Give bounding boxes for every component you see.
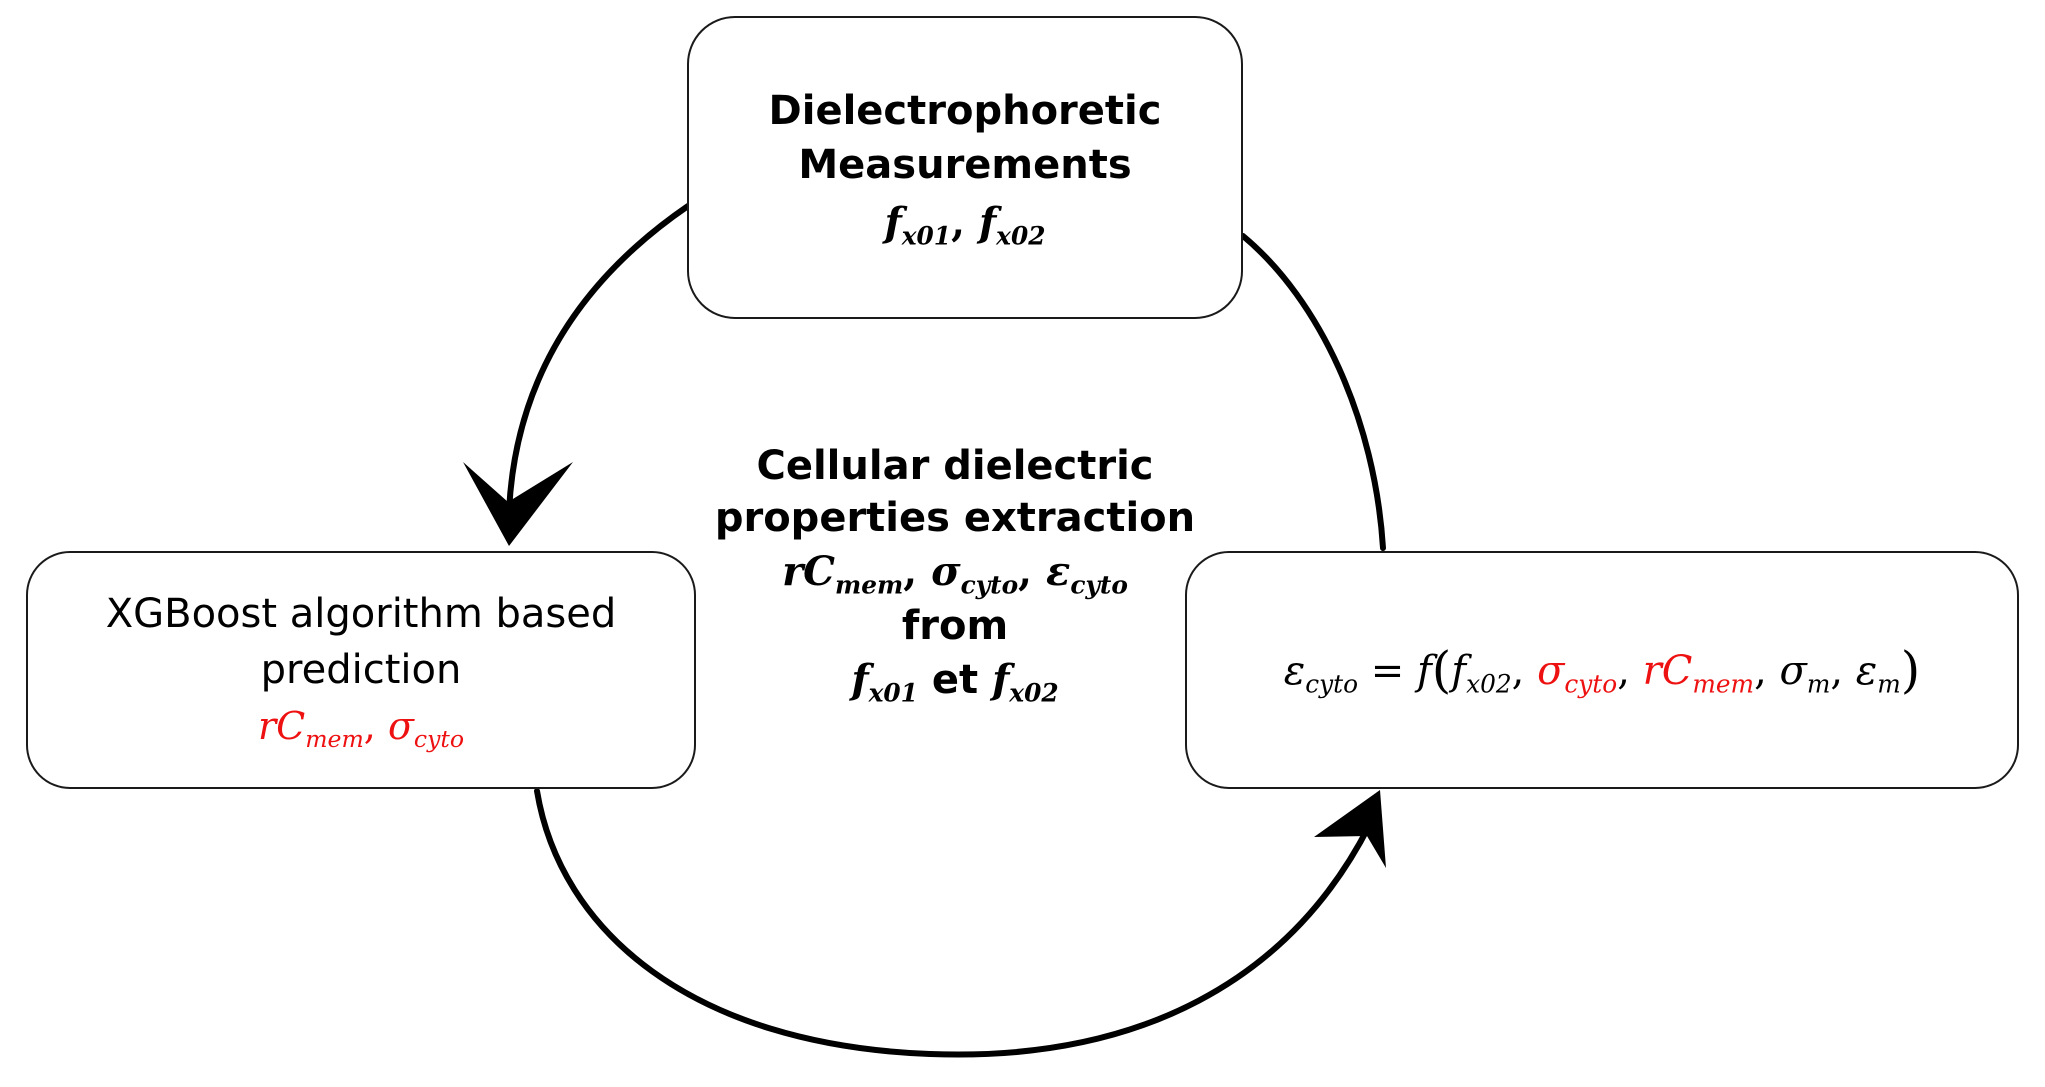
center-var-epsilon-cyto: εcyto [1046, 548, 1128, 600]
eq-lhs: εcyto [1283, 647, 1358, 699]
measurements-box: Dielectrophoretic Measurements fx01, fx0… [687, 16, 1243, 319]
measurements-variables: fx01, fx02 [884, 198, 1046, 251]
xgboost-title-line1: XGBoost algorithm based [105, 591, 617, 637]
eq-arg-sigma-m: σm [1779, 647, 1831, 699]
eq-arg-fx02: fx02 [1451, 647, 1512, 699]
center-in-fx02: fx02 [992, 656, 1059, 708]
xgboost-title-line2: prediction [260, 647, 462, 693]
var-sigma-cyto: σcyto [387, 704, 465, 754]
center-in-fx01: fx01 [851, 656, 918, 708]
center-input-variables: fx01 et fx02 [710, 652, 1200, 708]
eq-close-paren: ) [1900, 640, 1921, 699]
center-line2: properties extraction [714, 495, 1196, 541]
arc-top-to-right [1240, 233, 1386, 551]
eq-func: f [1416, 647, 1432, 694]
var-fx02: fx02 [978, 198, 1046, 251]
eq-equals: = [1370, 647, 1405, 694]
eq-arg-sigma-cyto: σcyto [1537, 647, 1618, 699]
arrowhead-left [463, 462, 573, 546]
center-description: Cellular dielectric properties extractio… [710, 440, 1200, 708]
center-extracted-variables: rCmem, σcyto, εcyto [782, 548, 1128, 600]
arc-top-to-left [506, 203, 691, 515]
epsilon-cyto-equation: εcyto = f(fx02, σcyto, rCmem, σm, εm) [1283, 640, 1921, 699]
eq-arg-epsilon-m: εm [1855, 647, 1901, 699]
eq-arg-rcmem: rCmem [1642, 647, 1755, 699]
center-var-rcmem: rCmem [782, 548, 904, 600]
var-fx01: fx01 [884, 198, 952, 251]
xgboost-predicted-variables: rCmem, σcyto [257, 704, 465, 754]
center-conjunction: et [931, 657, 979, 703]
var-rcmem: rCmem [257, 704, 364, 754]
measurements-title-line2: Measurements [798, 141, 1132, 188]
eq-open-paren: ( [1431, 640, 1452, 699]
xgboost-box: XGBoost algorithm based prediction rCmem… [26, 551, 696, 789]
arc-left-to-right [534, 788, 1372, 1058]
center-line1: Cellular dielectric [756, 443, 1154, 489]
center-var-sigma-cyto: σcyto [931, 548, 1019, 600]
measurements-title-line1: Dielectrophoretic [768, 87, 1162, 134]
center-from-word: from [901, 603, 1009, 649]
arrowhead-right [1314, 790, 1386, 868]
equation-box: εcyto = f(fx02, σcyto, rCmem, σm, εm) [1185, 551, 2019, 789]
